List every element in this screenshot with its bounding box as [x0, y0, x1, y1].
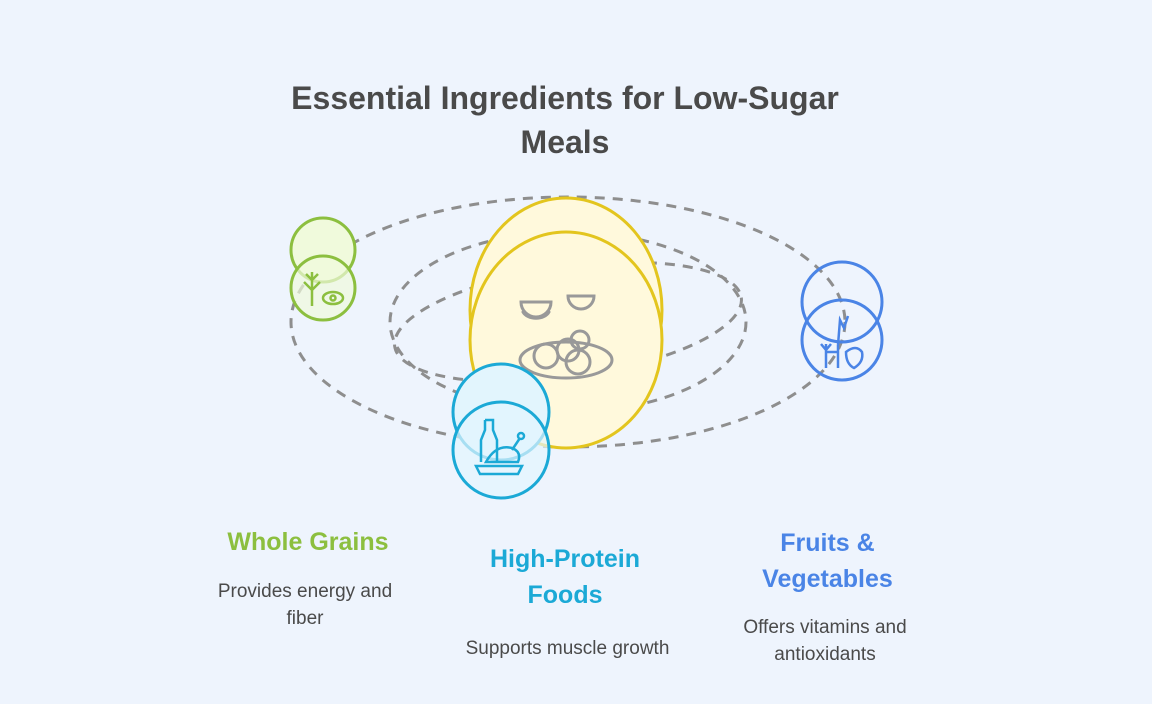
vegetables-icon: [820, 315, 864, 370]
bowls-plate-icon: [518, 294, 614, 380]
fruits-description: Offers vitamins and antioxidants: [743, 617, 907, 665]
wheat-eye-icon: [303, 272, 345, 306]
fruits-title: Fruits & Vegetables: [762, 529, 893, 593]
whole-grains-description: Provides energy and fiber: [217, 581, 393, 629]
fruits-node: [800, 260, 884, 382]
protein-title: High-Protein Foods: [490, 545, 640, 609]
whole-grains-title: Whole Grains: [227, 528, 389, 556]
protein-node: [451, 362, 551, 500]
chicken-bottle-icon: [473, 418, 526, 476]
protein-description: Supports muscle growth: [465, 638, 670, 659]
page-title: Essential Ingredients for Low-Sugar Meal…: [291, 80, 839, 160]
whole-grains-node: [289, 216, 357, 322]
